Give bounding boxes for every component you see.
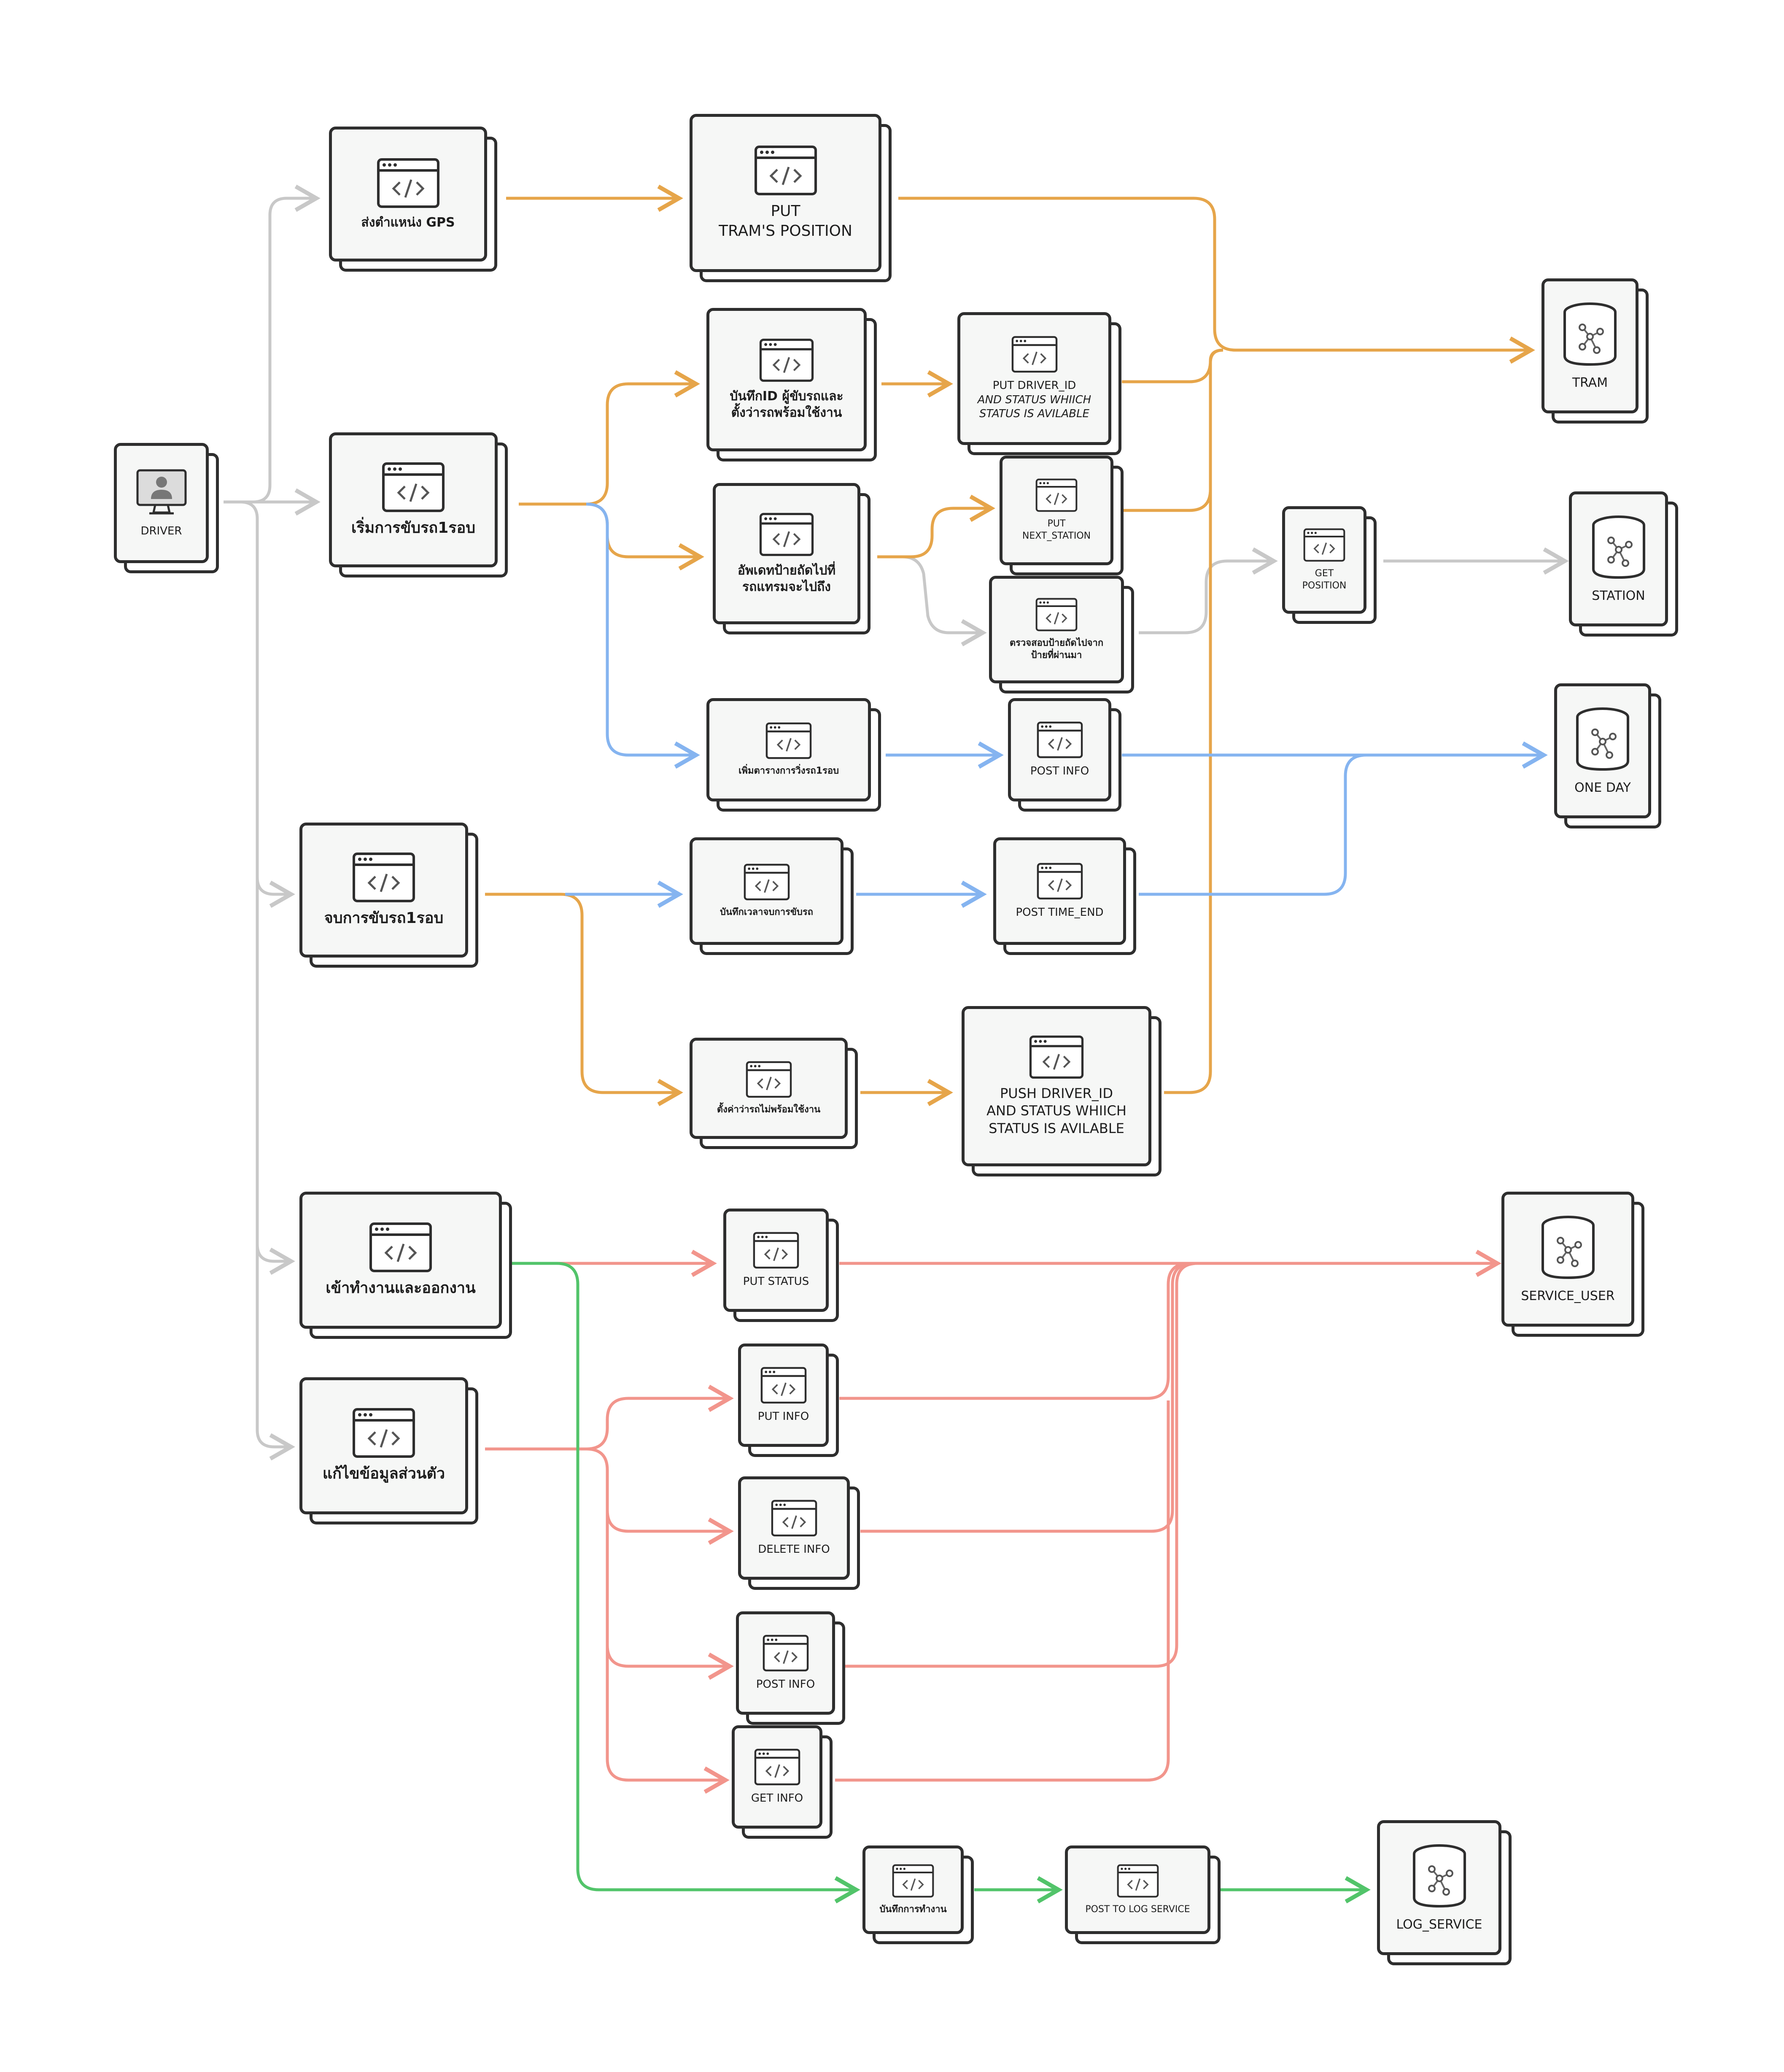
node-label: ตั้งค่าว่ารถไม่พร้อมใช้งาน [717, 1104, 821, 1115]
database-network-icon [1412, 1844, 1466, 1907]
get-info-node[interactable]: GET INFO [732, 1725, 830, 1837]
database-network-icon [1563, 302, 1617, 366]
put-tram-position-node[interactable]: PUT TRAM'S POSITION [690, 114, 889, 280]
node-label: ส่งตำแหน่ง GPS [361, 215, 455, 230]
node-label: เพิ่มตารางการวิ่งรถ1รอบ [738, 766, 839, 777]
code-window-icon [1037, 721, 1083, 758]
code-window-icon [1303, 528, 1345, 562]
node-label: GET INFO [751, 1791, 803, 1805]
send-gps-node[interactable]: ส่งตำแหน่ง GPS [329, 127, 495, 270]
node-label: จบการขับรถ1รอบ [324, 909, 444, 927]
set-unavailable-node[interactable]: ตั้งค่าว่ารถไม่พร้อมใช้งาน [690, 1038, 856, 1147]
user-monitor-icon [136, 469, 186, 515]
code-window-icon [759, 338, 814, 382]
code-window-icon [1037, 863, 1083, 899]
check-in-out-node[interactable]: เข้าทำงานและออกงาน [299, 1192, 510, 1337]
edit-profile-node[interactable]: แก้ไขข้อมูลส่วนตัว [299, 1377, 476, 1522]
node-label: DRIVER [140, 524, 182, 537]
code-window-icon [1029, 1035, 1084, 1079]
put-info-node[interactable]: PUT INFO [738, 1344, 837, 1455]
check-next-stop-node[interactable]: ตรวจสอบป้ายถัดไปจาก ป้ายที่ผ่านมา [989, 576, 1132, 691]
node-label: เริ่มการขับรถ1รอบ [351, 519, 476, 537]
post-time-end-node[interactable]: POST TIME_END [993, 837, 1134, 953]
code-window-icon [754, 1748, 800, 1785]
node-label: POST TO LOG SERVICE [1085, 1904, 1190, 1915]
node-label: DELETE INFO [758, 1543, 830, 1556]
put-status-node[interactable]: PUT STATUS [723, 1209, 837, 1320]
db-label: SERVICE_USER [1521, 1288, 1615, 1303]
tram-db[interactable]: TRAM [1541, 278, 1647, 421]
code-window-icon [754, 145, 817, 195]
node-sublabel: AND STATUS WHIICH STATUS IS AVILABLE [977, 393, 1091, 421]
node-label: GET POSITION [1302, 568, 1347, 591]
code-window-icon [369, 1222, 432, 1273]
node-label: POST TIME_END [1016, 906, 1104, 919]
delete-info-node[interactable]: DELETE INFO [738, 1476, 858, 1588]
database-network-icon [1576, 707, 1629, 771]
node-label: เข้าทำงานและออกงาน [326, 1279, 476, 1297]
node-label: บันทึกID ผู้ขับรถและ ตั้งว่ารถพร้อมใช้งา… [730, 389, 843, 420]
code-window-icon [382, 462, 445, 512]
node-label: PUT NEXT_STATION [1022, 518, 1091, 541]
record-driver-node[interactable]: บันทึกID ผู้ขับรถและ ตั้งว่ารถพร้อมใช้งา… [706, 308, 875, 459]
db-label: STATION [1592, 588, 1645, 603]
push-driver-id-node[interactable]: PUSH DRIVER_ID AND STATUS WHIICH STATUS … [962, 1006, 1159, 1174]
code-window-icon [353, 852, 415, 902]
db-label: ONE DAY [1574, 780, 1631, 795]
code-window-icon [353, 1408, 415, 1458]
code-window-icon [760, 1367, 806, 1403]
code-window-icon [377, 158, 439, 208]
code-window-icon [1035, 479, 1078, 512]
code-window-icon [892, 1864, 934, 1898]
code-window-icon [759, 513, 814, 556]
node-label: ตรวจสอบป้ายถัดไปจาก ป้ายที่ผ่านมา [1009, 637, 1104, 661]
log-service-connectors [510, 1262, 1371, 1904]
node-label: POST INFO [756, 1678, 815, 1691]
node-label: PUSH DRIVER_ID AND STATUS WHIICH STATUS … [986, 1085, 1126, 1136]
record-work-node[interactable]: บันทึกการทำงาน [862, 1845, 972, 1942]
node-label: PUT STATUS [743, 1275, 809, 1288]
end-round-node[interactable]: จบการขับรถ1รอบ [299, 823, 476, 966]
one-day-db[interactable]: ONE DAY [1554, 683, 1659, 826]
update-next-stop-node[interactable]: อัพเดทป้ายถัดไปที่ รถแทรมจะไปถึง [713, 483, 868, 632]
station-db[interactable]: STATION [1569, 491, 1676, 634]
driver-node[interactable]: DRIVER [114, 443, 217, 571]
put-driver-id-node[interactable]: PUT DRIVER_ID AND STATUS WHIICH STATUS I… [957, 312, 1119, 453]
code-window-icon [763, 1635, 808, 1671]
get-position-node[interactable]: GET POSITION [1282, 506, 1374, 622]
post-info-service-node[interactable]: POST INFO [736, 1611, 843, 1723]
service-user-db[interactable]: SERVICE_USER [1501, 1192, 1642, 1335]
put-next-station-node[interactable]: PUT NEXT_STATION [1000, 456, 1121, 573]
code-window-icon [753, 1232, 799, 1268]
database-network-icon [1592, 515, 1645, 579]
code-window-icon [771, 1500, 817, 1536]
record-end-time-node[interactable]: บันทึกเวลาจบการขับรถ [690, 837, 852, 953]
node-label: POST INFO [1030, 764, 1089, 777]
post-info-node[interactable]: POST INFO [1008, 698, 1119, 809]
log-service-db[interactable]: LOG_SERVICE [1377, 1820, 1509, 1963]
code-window-icon [744, 863, 790, 901]
db-label: LOG_SERVICE [1396, 1917, 1482, 1932]
add-schedule-node[interactable]: เพิ่มตารางการวิ่งรถ1รอบ [706, 698, 879, 809]
code-window-icon [746, 1061, 792, 1098]
db-label: TRAM [1572, 375, 1608, 390]
post-log-service-node[interactable]: POST TO LOG SERVICE [1065, 1845, 1218, 1942]
node-label: แก้ไขข้อมูลส่วนตัว [322, 1465, 445, 1483]
service-user-connectors [485, 1249, 1501, 1794]
node-label: อัพเดทป้ายถัดไปที่ รถแทรมจะไปถึง [737, 563, 836, 594]
code-window-icon [1035, 598, 1078, 631]
node-label: PUT INFO [757, 1410, 809, 1423]
start-round-node[interactable]: เริ่มการขับรถ1รอบ [329, 432, 506, 575]
code-window-icon [765, 722, 812, 759]
node-label: บันทึกเวลาจบการขับรถ [720, 907, 814, 918]
node-label: บันทึกการทำงาน [879, 1904, 947, 1915]
node-label: PUT TRAM'S POSITION [719, 202, 852, 240]
code-window-icon [1117, 1864, 1159, 1898]
node-label: PUT DRIVER_ID [992, 379, 1076, 392]
code-window-icon [1011, 336, 1057, 373]
one-day-connectors [565, 502, 1548, 908]
database-network-icon [1541, 1215, 1595, 1279]
